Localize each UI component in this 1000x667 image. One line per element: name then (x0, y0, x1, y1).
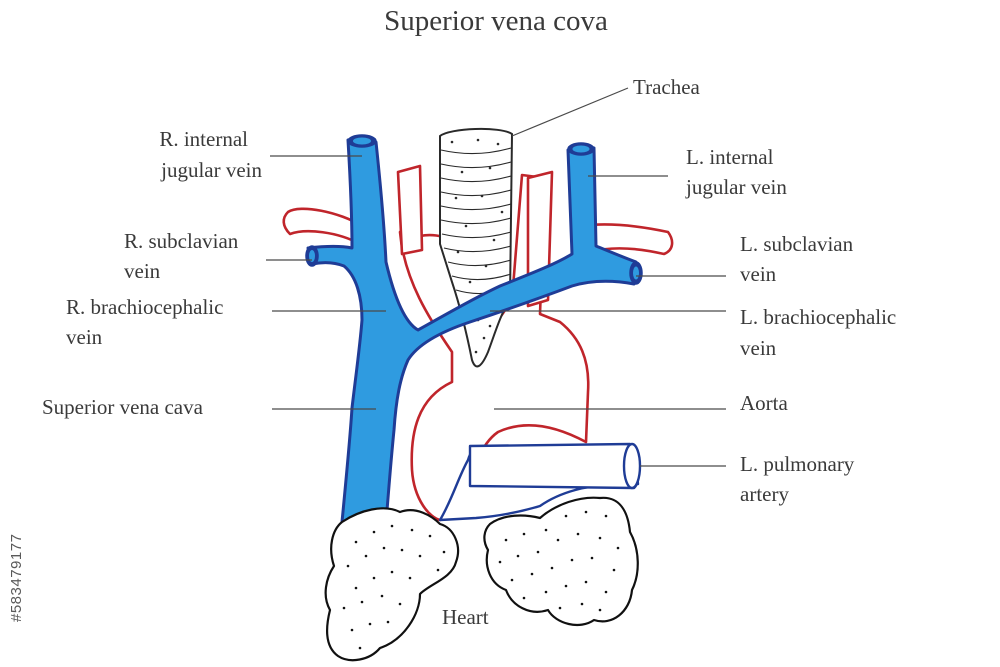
pulmonary-trunk (438, 442, 642, 522)
label-l-internal-jugular-2: jugular vein (685, 175, 787, 199)
label-r-subclavian-2: vein (124, 259, 161, 283)
label-r-subclavian-1: R. subclavian (124, 229, 239, 253)
leader-trachea (511, 87, 629, 137)
label-trachea: Trachea (633, 75, 701, 99)
label-heart: Heart (442, 605, 489, 629)
label-svc: Superior vena cava (42, 395, 204, 419)
stock-id-text: #583479177 (8, 533, 25, 622)
label-l-pulmonary-1: L. pulmonary (740, 452, 855, 476)
diagram-title: Superior vena cova (384, 5, 608, 37)
label-r-internal-jugular-1: R. internal (159, 127, 248, 151)
label-l-brachiocephalic-1: L. brachiocephalic (740, 305, 896, 329)
label-r-brachiocephalic-2: vein (66, 325, 103, 349)
label-r-internal-jugular-2: jugular vein (160, 158, 262, 182)
label-l-subclavian-1: L. subclavian (740, 232, 854, 256)
label-l-pulmonary-2: artery (740, 482, 789, 506)
labels: Trachea R. internal jugular vein L. inte… (42, 75, 896, 629)
label-l-internal-jugular-1: L. internal (686, 145, 774, 169)
label-l-brachiocephalic-2: vein (740, 336, 777, 360)
heart (324, 496, 639, 662)
leader-lines (266, 87, 726, 467)
label-aorta: Aorta (740, 391, 788, 415)
venous-system (305, 134, 643, 524)
label-r-brachiocephalic-1: R. brachiocephalic (66, 295, 223, 319)
label-l-subclavian-2: vein (740, 262, 777, 286)
stock-id-watermark: #583479177 (6, 432, 26, 622)
